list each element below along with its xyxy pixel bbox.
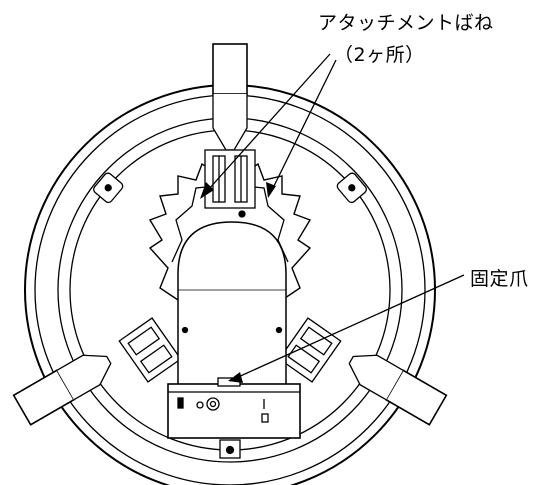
right-clip — [336, 172, 367, 204]
label-attachment-spring: アタッチメントばね — [318, 12, 494, 34]
label-fixing-claw: 固定爪 — [470, 268, 529, 290]
bottom-right-arm — [12, 354, 112, 426]
plate-dot-right — [275, 326, 283, 334]
plate-dot-left — [181, 326, 189, 334]
label-spring-count: （2ヶ所） — [334, 44, 425, 66]
central-plate — [177, 221, 287, 392]
top-arm — [212, 43, 248, 168]
left-clip — [93, 172, 124, 204]
left-spring-block — [118, 317, 182, 383]
arrowhead-left-spring — [200, 182, 214, 199]
arrowhead-claw — [228, 372, 243, 383]
bottom-clip — [219, 439, 241, 459]
right-spring-block — [278, 317, 342, 383]
top-spring-block — [204, 149, 256, 218]
leader-lines — [207, 53, 465, 379]
bottom-left-arm — [348, 354, 448, 426]
bottom-box — [167, 377, 301, 439]
arrowhead-right-spring — [266, 182, 276, 198]
